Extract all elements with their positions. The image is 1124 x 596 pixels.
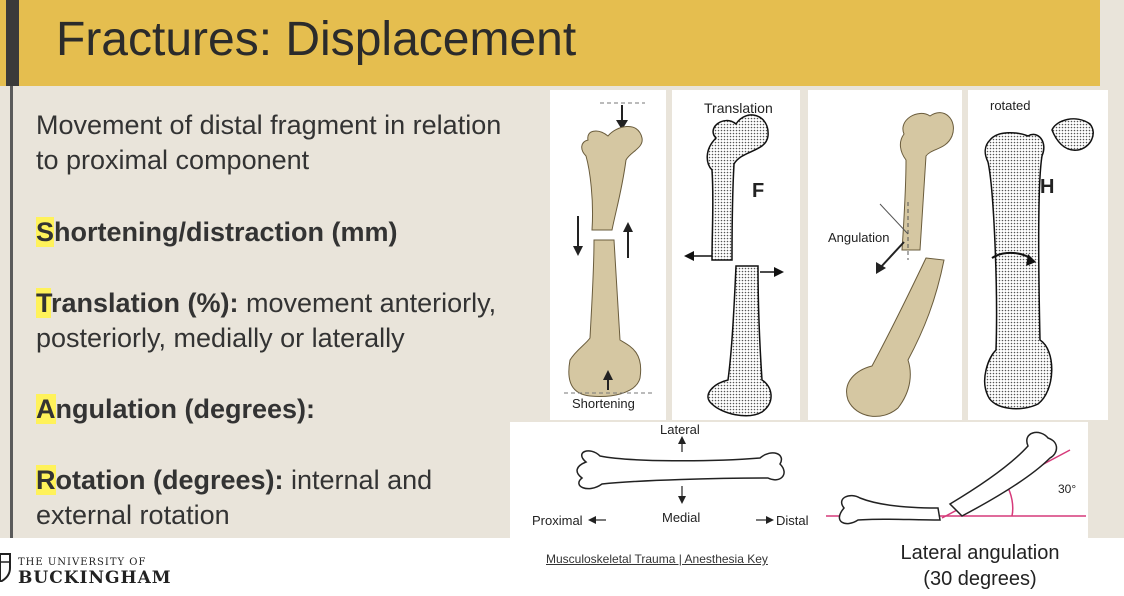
- left-rule: [10, 86, 13, 540]
- item-angulation: Angulation (degrees):: [36, 392, 315, 427]
- translation-letter: F: [752, 180, 765, 202]
- angulation-illustration: [846, 112, 954, 417]
- medial-label: Medial: [662, 510, 701, 525]
- item-shortening-initial: S: [36, 217, 55, 247]
- item-translation-rest: movement anteriorly,: [238, 288, 497, 318]
- translation-label: Translation: [704, 100, 773, 116]
- caption-line-1: Lateral angulation: [900, 542, 1060, 564]
- angulation-label: Angulation: [828, 230, 890, 245]
- title-accent: [6, 0, 19, 86]
- item-translation-line-2: posteriorly, medially or laterally: [36, 323, 405, 353]
- shortening-illustration: [564, 102, 654, 397]
- item-shortening: Shortening/distraction (mm): [36, 215, 398, 250]
- rotated-letter: H: [1040, 176, 1055, 198]
- lateral-angulation-caption: Lateral angulation (30 degrees): [870, 540, 1090, 592]
- university-crest-icon: [0, 553, 11, 582]
- figure-angulation: Angulation: [808, 90, 962, 420]
- item-rotation-initial: R: [36, 465, 56, 495]
- lateral-label: Lateral: [660, 422, 700, 437]
- title-bar: [0, 0, 1100, 86]
- distal-label: Distal: [776, 513, 809, 528]
- figure-lateral-angulation: Lateral Medial Proximal Distal 30°: [510, 422, 1088, 538]
- university-name: BUCKINGHAM: [18, 568, 172, 588]
- proximal-label: Proximal: [532, 513, 583, 528]
- intro-line-1: Movement of distal fragment in relation: [36, 110, 502, 140]
- translation-illustration: [684, 114, 784, 417]
- figure-shortening: Shortening: [550, 90, 666, 420]
- intro-text: Movement of distal fragment in relation …: [36, 108, 501, 178]
- rotated-illustration: [984, 118, 1094, 410]
- item-rotation-rest: internal and: [283, 465, 433, 495]
- item-angulation-bold: ngulation (degrees):: [55, 394, 316, 424]
- slide-title: Fractures: Displacement: [56, 13, 577, 66]
- caption-line-2: (30 degrees): [923, 568, 1037, 590]
- item-translation-bold: ranslation (%):: [51, 288, 239, 318]
- university-name-top: THE UNIVERSITY OF: [18, 557, 147, 568]
- item-angulation-initial: A: [36, 394, 56, 424]
- footer: [0, 538, 1124, 596]
- item-translation-initial: T: [36, 288, 52, 318]
- rotated-label: rotated: [990, 98, 1031, 113]
- source-link[interactable]: Musculoskeletal Trauma | Anesthesia Key: [546, 552, 768, 566]
- item-rotation-bold: otation (degrees):: [55, 465, 284, 495]
- angle-label: 30°: [1058, 482, 1077, 496]
- figure-rotated: rotated H: [968, 90, 1108, 420]
- figure-translation: Translation F: [672, 90, 800, 420]
- item-rotation-line-2: external rotation: [36, 500, 230, 530]
- item-translation: Translation (%): movement anteriorly, po…: [36, 286, 496, 356]
- item-shortening-bold: hortening/distraction (mm): [54, 217, 398, 247]
- item-rotation: Rotation (degrees): internal and externa…: [36, 463, 432, 533]
- shortening-label: Shortening: [572, 396, 635, 411]
- lateral-angulation-illustration: [576, 431, 1086, 525]
- intro-line-2: to proximal component: [36, 145, 310, 175]
